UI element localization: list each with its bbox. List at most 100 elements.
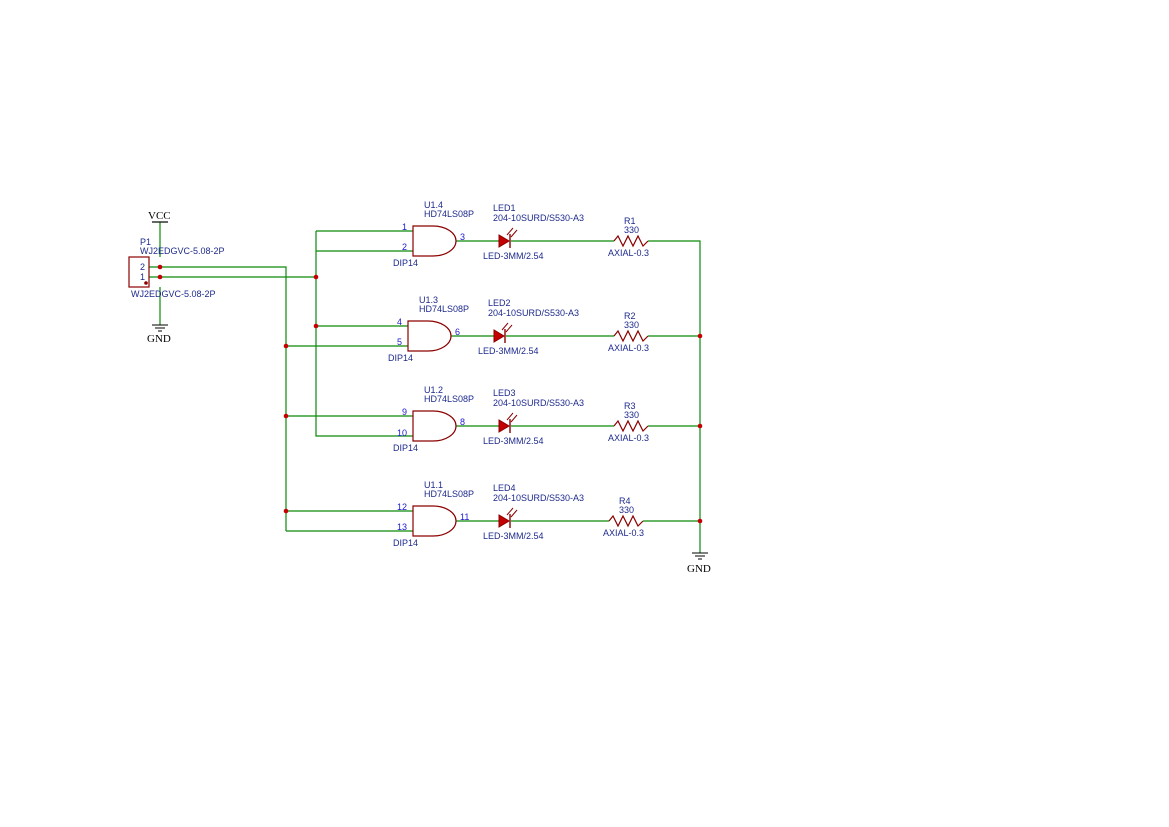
connector-pin-2: 2 — [140, 262, 145, 272]
gate-pin-in2: 10 — [397, 428, 407, 438]
led-value: 204-10SURD/S530-A3 — [493, 398, 584, 408]
junction — [697, 518, 703, 524]
led-led4[interactable]: LED4 204-10SURD/S530-A3 LED-3MM/2.54 — [483, 483, 584, 541]
gate-ref: U1.2 — [424, 385, 443, 395]
gnd-symbol-right: GND — [687, 552, 711, 575]
led-value: 204-10SURD/S530-A3 — [493, 493, 584, 503]
gate-body — [412, 225, 457, 257]
gate-pin-out: 3 — [460, 232, 465, 242]
gate-pin-in1: 4 — [397, 317, 402, 327]
and-gate-u1-4[interactable]: U1.4 HD74LS08P 1 2 3 DIP14 — [393, 200, 474, 268]
gate-pin-in1: 12 — [397, 502, 407, 512]
gate-package: DIP14 — [393, 258, 418, 268]
led-led1[interactable]: LED1 204-10SURD/S530-A3 LED-3MM/2.54 — [483, 203, 584, 261]
connector-body — [128, 256, 150, 288]
gate-package: DIP14 — [388, 353, 413, 363]
resistor-footprint: AXIAL-0.3 — [608, 248, 649, 258]
gate-pin-out: 6 — [455, 327, 460, 337]
resistor-r4[interactable]: R4 330 AXIAL-0.3 — [603, 496, 644, 538]
gnd-bus-right — [648, 240, 701, 553]
junction — [283, 413, 289, 419]
led-body — [493, 329, 505, 343]
gate-package: DIP14 — [393, 443, 418, 453]
junction — [283, 343, 289, 349]
pin1-marker — [144, 281, 148, 285]
led-ref: LED4 — [493, 483, 516, 493]
resistor-body — [608, 514, 644, 528]
resistor-body — [613, 329, 649, 343]
resistor-body — [613, 419, 649, 433]
and-gate-u1-1[interactable]: U1.1 HD74LS08P 12 13 11 DIP14 — [393, 480, 474, 548]
junction — [697, 423, 703, 429]
gate-pin-in2: 5 — [397, 337, 402, 347]
gate-ref: U1.4 — [424, 200, 443, 210]
junction — [313, 323, 319, 329]
gate-pin-out: 8 — [460, 417, 465, 427]
resistor-body — [613, 234, 649, 248]
connector-footprint: WJ2EDGVC-5.08-2P — [131, 289, 216, 299]
led-body — [498, 234, 510, 248]
resistor-ref: R1 — [624, 216, 636, 226]
led-footprint: LED-3MM/2.54 — [483, 251, 544, 261]
resistor-r3[interactable]: R3 330 AXIAL-0.3 — [608, 401, 649, 443]
led-value: 204-10SURD/S530-A3 — [493, 213, 584, 223]
resistor-ref: R2 — [624, 311, 636, 321]
gnd-label-right: GND — [687, 563, 711, 575]
led-value: 204-10SURD/S530-A3 — [488, 308, 579, 318]
gate-body — [412, 505, 457, 537]
wires — [149, 222, 701, 553]
resistor-value: 330 — [624, 410, 639, 420]
vcc-label: VCC — [148, 210, 171, 222]
resistor-footprint: AXIAL-0.3 — [608, 343, 649, 353]
gnd-symbol-left: GND — [147, 324, 171, 345]
junction — [283, 508, 289, 514]
led-footprint: LED-3MM/2.54 — [483, 436, 544, 446]
resistor-footprint: AXIAL-0.3 — [608, 433, 649, 443]
led-led3[interactable]: LED3 204-10SURD/S530-A3 LED-3MM/2.54 — [483, 388, 584, 446]
connector-p1[interactable]: P1 WJ2EDGVC-5.08-2P 2 1 WJ2EDGVC-5.08-2P — [128, 237, 225, 299]
led-body — [498, 514, 510, 528]
gate-body — [412, 410, 457, 442]
net-pin2-bus — [149, 266, 287, 531]
gate-package: DIP14 — [393, 538, 418, 548]
resistor-ref: R3 — [624, 401, 636, 411]
led-ref: LED2 — [488, 298, 511, 308]
net-pin1-bus — [315, 231, 413, 437]
gate-body — [407, 320, 452, 352]
gate-pin-in2: 2 — [402, 242, 407, 252]
resistor-r2[interactable]: R2 330 AXIAL-0.3 — [608, 311, 649, 353]
and-gate-u1-3[interactable]: U1.3 HD74LS08P 4 5 6 DIP14 — [388, 295, 469, 363]
junction — [157, 264, 163, 270]
gate-pin-out: 11 — [460, 512, 469, 522]
gate-pin-in1: 1 — [402, 222, 407, 232]
connector-ref: P1 — [140, 237, 151, 247]
resistor-ref: R4 — [619, 496, 631, 506]
resistor-value: 330 — [624, 320, 639, 330]
gate-pin-in2: 13 — [397, 522, 407, 532]
gate-value: HD74LS08P — [424, 209, 474, 219]
gate-value: HD74LS08P — [424, 489, 474, 499]
junction — [157, 274, 163, 280]
resistor-footprint: AXIAL-0.3 — [603, 528, 644, 538]
resistor-value: 330 — [619, 505, 634, 515]
junction — [697, 333, 703, 339]
gate-value: HD74LS08P — [419, 304, 469, 314]
and-gate-u1-2[interactable]: U1.2 HD74LS08P 9 10 8 DIP14 — [393, 385, 474, 453]
vcc-symbol: VCC — [148, 210, 171, 223]
gate-ref: U1.1 — [424, 480, 443, 490]
junctions — [157, 264, 703, 524]
gnd-label-left: GND — [147, 333, 171, 345]
led-ref: LED1 — [493, 203, 516, 213]
connector-value: WJ2EDGVC-5.08-2P — [140, 246, 225, 256]
led-ref: LED3 — [493, 388, 516, 398]
led-footprint: LED-3MM/2.54 — [483, 531, 544, 541]
connector-pin-1: 1 — [140, 272, 145, 282]
led-body — [498, 419, 510, 433]
gate-ref: U1.3 — [419, 295, 438, 305]
resistor-value: 330 — [624, 225, 639, 235]
led-led2[interactable]: LED2 204-10SURD/S530-A3 LED-3MM/2.54 — [478, 298, 579, 356]
gate-value: HD74LS08P — [424, 394, 474, 404]
led-footprint: LED-3MM/2.54 — [478, 346, 539, 356]
resistor-r1[interactable]: R1 330 AXIAL-0.3 — [608, 216, 649, 258]
